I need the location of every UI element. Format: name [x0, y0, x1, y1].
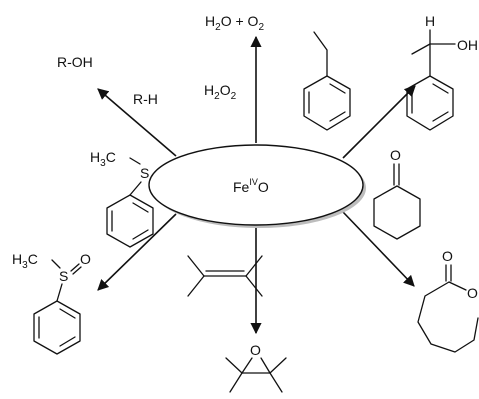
phenylethanol-h: H: [425, 13, 435, 29]
alkene-structure: [187, 255, 263, 297]
ferryl-label: FeIVO: [233, 177, 269, 195]
peroxide-reaction: H2O + O2 H2O2: [204, 13, 264, 102]
epoxidation-reaction: O: [187, 255, 287, 393]
sulfoxide-s: S: [59, 268, 68, 284]
benzylic-reaction: H OH: [303, 13, 478, 131]
hydroxylation-reagent: R-H: [133, 91, 158, 107]
epoxide-structure: O: [225, 342, 287, 393]
sulfoxidation-reaction: H3C S H3C S O: [12, 149, 154, 355]
phenylethanol-oh: OH: [457, 37, 478, 53]
reaction-arrows: [97, 35, 416, 335]
cyclohexanone-o: O: [390, 147, 401, 163]
cyclohexanone-structure: O: [373, 147, 421, 240]
ferryl-center: FeIVO: [148, 144, 366, 228]
epoxide-o: O: [250, 342, 261, 358]
hydroxylation-product: R-OH: [57, 54, 93, 70]
peroxide-product: H2O + O2: [205, 13, 264, 33]
caprolactone-structure: O O: [417, 248, 479, 353]
peroxide-reagent: H2O2: [204, 82, 237, 102]
sulfoxide-methyl: H3C: [12, 251, 38, 271]
sulfoxide-structure: H3C S O: [12, 251, 91, 355]
phenylethanol-structure: H OH: [406, 13, 478, 131]
hydroxylation-reaction: R-OH R-H: [57, 54, 158, 107]
thioanisole-structure: H3C S: [90, 149, 154, 248]
baeyer-villiger-reaction: O O O: [373, 147, 479, 353]
thioanisole-methyl: H3C: [90, 149, 116, 169]
thioanisole-s: S: [140, 165, 149, 181]
ellipse-body: [148, 144, 364, 226]
caprolactone-ring-o: O: [467, 285, 478, 301]
arrow-hydroxylation: [97, 88, 177, 157]
arrow-sulfoxidation: [97, 213, 177, 291]
sulfoxide-o: O: [80, 251, 91, 267]
arrow-baeyer-villiger: [342, 211, 415, 287]
arrow-benzylic: [342, 85, 416, 159]
caprolactone-carbonyl-o: O: [442, 248, 453, 264]
ethylbenzene-structure: [303, 31, 351, 131]
